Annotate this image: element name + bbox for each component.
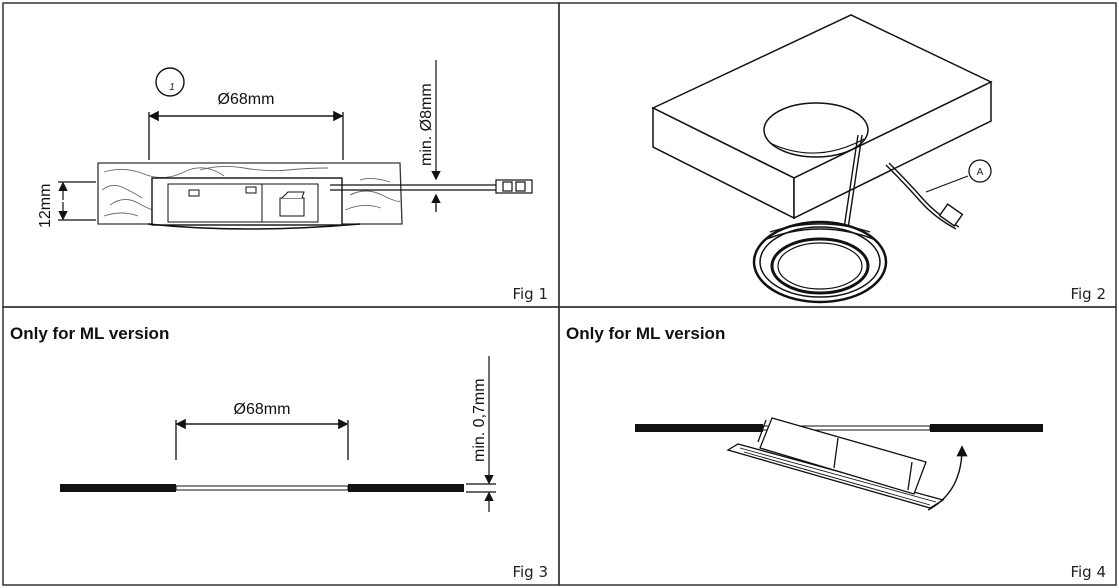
fig3-cutout-label: Ø68mm bbox=[234, 401, 291, 418]
fig2-caption: Fig 2 bbox=[1070, 285, 1106, 303]
fig1-clearance-label: min. Ø8mm bbox=[418, 83, 435, 166]
fig1-cable bbox=[330, 179, 533, 194]
fig4-panel bbox=[635, 424, 1043, 432]
fig2-board bbox=[651, 14, 993, 220]
fig1-badge: 1 bbox=[155, 67, 185, 97]
fig3-drawing: Only for ML version Ø68mm min. 0,7mm Fig… bbox=[10, 324, 548, 581]
fig4-luminaire bbox=[726, 417, 945, 509]
fig4-drawing: Only for ML version Fig 4 bbox=[566, 324, 1106, 581]
fig3-caption: Fig 3 bbox=[512, 563, 548, 581]
fig4-caption: Fig 4 bbox=[1070, 563, 1106, 581]
panel-fig4-frame bbox=[558, 306, 1117, 586]
fig1-caption: Fig 1 bbox=[512, 285, 548, 303]
fig1-thickness-dimension bbox=[58, 181, 96, 221]
fig1-badge-text: 1 bbox=[169, 82, 175, 93]
fig4-rotation-arrow bbox=[927, 445, 968, 511]
fig1-drawing: 1 Ø68mm bbox=[37, 60, 548, 303]
fig3-thickness-label: min. 0,7mm bbox=[471, 378, 488, 462]
fig3-heading: Only for ML version bbox=[10, 324, 169, 343]
fig1-luminaire bbox=[147, 177, 361, 230]
fig3-thickness-dimension bbox=[466, 356, 496, 512]
panel-fig1-frame bbox=[2, 2, 560, 308]
fig2-luminaire bbox=[752, 220, 888, 304]
fig1-cutout-dimension bbox=[148, 110, 344, 160]
fig2-hole bbox=[763, 102, 869, 158]
fig3-cutout-dimension bbox=[175, 418, 349, 460]
fig2-callout: A bbox=[925, 159, 992, 193]
fig2-drawing: A Fig 2 bbox=[651, 14, 1106, 304]
fig2-callout-text: A bbox=[977, 167, 984, 178]
fig1-cutout-label: Ø68mm bbox=[218, 91, 275, 108]
fig3-panel bbox=[60, 484, 464, 492]
fig4-heading: Only for ML version bbox=[566, 324, 725, 343]
fig1-thickness-label: 12mm bbox=[37, 184, 54, 228]
